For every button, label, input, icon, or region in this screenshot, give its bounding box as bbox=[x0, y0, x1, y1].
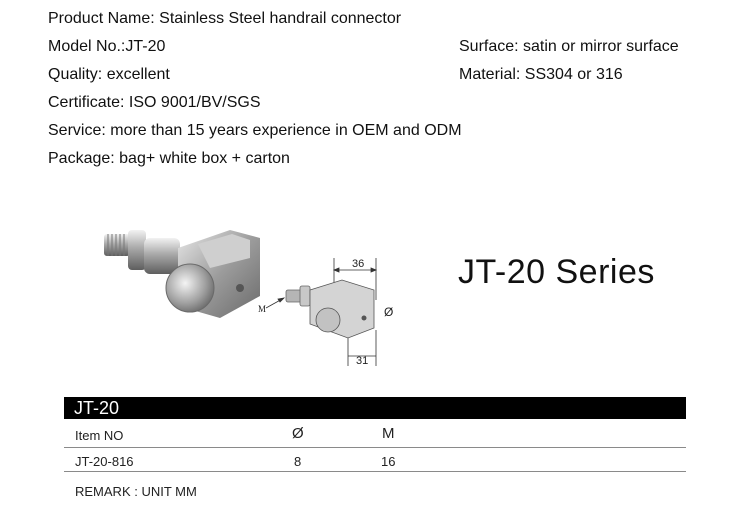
table-title-bar: JT-20 bbox=[64, 397, 686, 419]
table-bottom-rule bbox=[64, 471, 686, 472]
table-cell-diameter: 8 bbox=[294, 454, 302, 469]
dim-bottom-label: 31 bbox=[356, 355, 368, 367]
series-title: JT-20 Series bbox=[458, 253, 655, 291]
spec-certificate: Certificate: ISO 9001/BV/SGS bbox=[48, 94, 261, 111]
spec-service: Service: more than 15 years experience i… bbox=[48, 122, 462, 139]
dim-thread-label: M bbox=[258, 304, 266, 314]
remark-note: REMARK : UNIT MM bbox=[75, 484, 197, 499]
spec-product-name: Product Name: Stainless Steel handrail c… bbox=[48, 10, 402, 27]
spec-material: Material: SS304 or 316 bbox=[459, 66, 623, 83]
table-header-item-no: Item NO bbox=[75, 428, 124, 443]
table-header-thread: M bbox=[382, 425, 395, 442]
technical-drawing: 36 31 Ø M bbox=[258, 258, 393, 367]
product-photo bbox=[104, 230, 260, 318]
table-divider bbox=[64, 447, 686, 448]
dim-top-label: 36 bbox=[352, 258, 364, 270]
table-cell-item-no: JT-20-816 bbox=[75, 454, 134, 469]
spec-surface: Surface: satin or mirror surface bbox=[459, 38, 679, 55]
spec-quality: Quality: excellent bbox=[48, 66, 170, 83]
table-title: JT-20 bbox=[74, 398, 120, 418]
dim-diameter-label: Ø bbox=[384, 305, 393, 319]
table-header-diameter: Ø bbox=[292, 425, 304, 442]
spec-package: Package: bag+ white box + carton bbox=[48, 150, 290, 167]
spec-model-no: Model No.:JT-20 bbox=[48, 38, 166, 55]
table-cell-thread: 16 bbox=[381, 454, 396, 469]
